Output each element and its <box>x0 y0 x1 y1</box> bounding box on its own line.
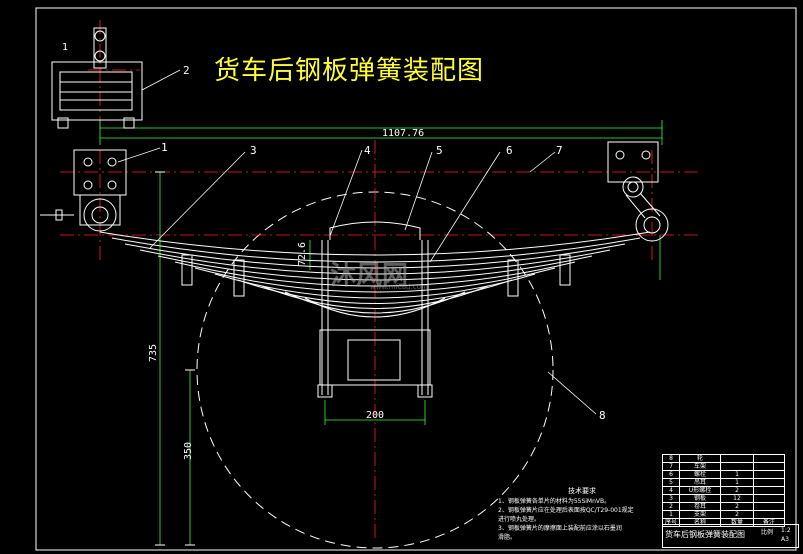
callout-6: 6 <box>506 144 513 157</box>
tech-line: 2、钢板弹簧片应在处理后表面按QC/T29-001规定 <box>498 507 634 514</box>
tech-line: 3、钢板弹簧片的摩擦面上装配前应涂以石墨润 <box>498 525 622 532</box>
center-lines <box>60 20 700 540</box>
title-block-scale: 1:2 <box>781 527 791 534</box>
tech-requirements: 技术要求 1、钢板弹簧各单片的材料为55SiMnVB。 2、钢板弹簧片应在处理后… <box>498 487 666 542</box>
axle-assembly <box>317 221 433 398</box>
tech-line: 1、钢板弹簧各单片的材料为55SiMnVB。 <box>498 498 611 505</box>
drawing-border <box>35 7 797 551</box>
dim-overall-length: 1107.76 <box>382 128 425 139</box>
detail-view <box>51 27 143 129</box>
callout-1: 1 <box>161 141 168 154</box>
dim-height-350: 350 <box>183 441 194 460</box>
callout-4: 4 <box>364 144 371 157</box>
title-block-sheet: A3 <box>781 536 789 543</box>
tech-heading: 技术要求 <box>568 487 596 495</box>
watermark-url: www.mfcad.com <box>370 283 428 291</box>
drawing-title: 货车后钢板弹簧装配图 <box>214 56 485 86</box>
dim-offset-72-6: 72.6 <box>297 241 308 266</box>
bom-header: 序号名称数量备注 <box>662 518 785 527</box>
callout-8: 8 <box>599 409 606 422</box>
callout-2: 2 <box>183 64 190 77</box>
dim-detail-1: 1 <box>62 42 69 53</box>
title-block: 货车后钢板弹簧装配图 比例 1:2 A3 <box>662 524 799 548</box>
callout-3: 3 <box>250 144 257 157</box>
dimension-lines-green <box>99 120 663 545</box>
tech-line: 进行喷丸处理。 <box>498 516 541 523</box>
dim-ticks <box>155 171 195 546</box>
tech-line: 滑脂。 <box>498 534 517 541</box>
callout-5: 5 <box>436 144 443 157</box>
title-block-name: 货车后钢板弹簧装配图 <box>665 530 745 539</box>
front-bracket <box>40 149 127 232</box>
rear-shackle <box>607 141 669 242</box>
leaf-spring <box>99 231 651 318</box>
watermark-logo: 沐风网 <box>330 261 409 291</box>
rebound-clips <box>181 254 571 297</box>
callout-7: 7 <box>556 144 563 157</box>
title-block-scale-label: 比例 <box>761 529 774 536</box>
dim-width-200: 200 <box>366 410 385 421</box>
dim-height-735: 735 <box>148 343 159 362</box>
leader-lines <box>117 69 597 415</box>
